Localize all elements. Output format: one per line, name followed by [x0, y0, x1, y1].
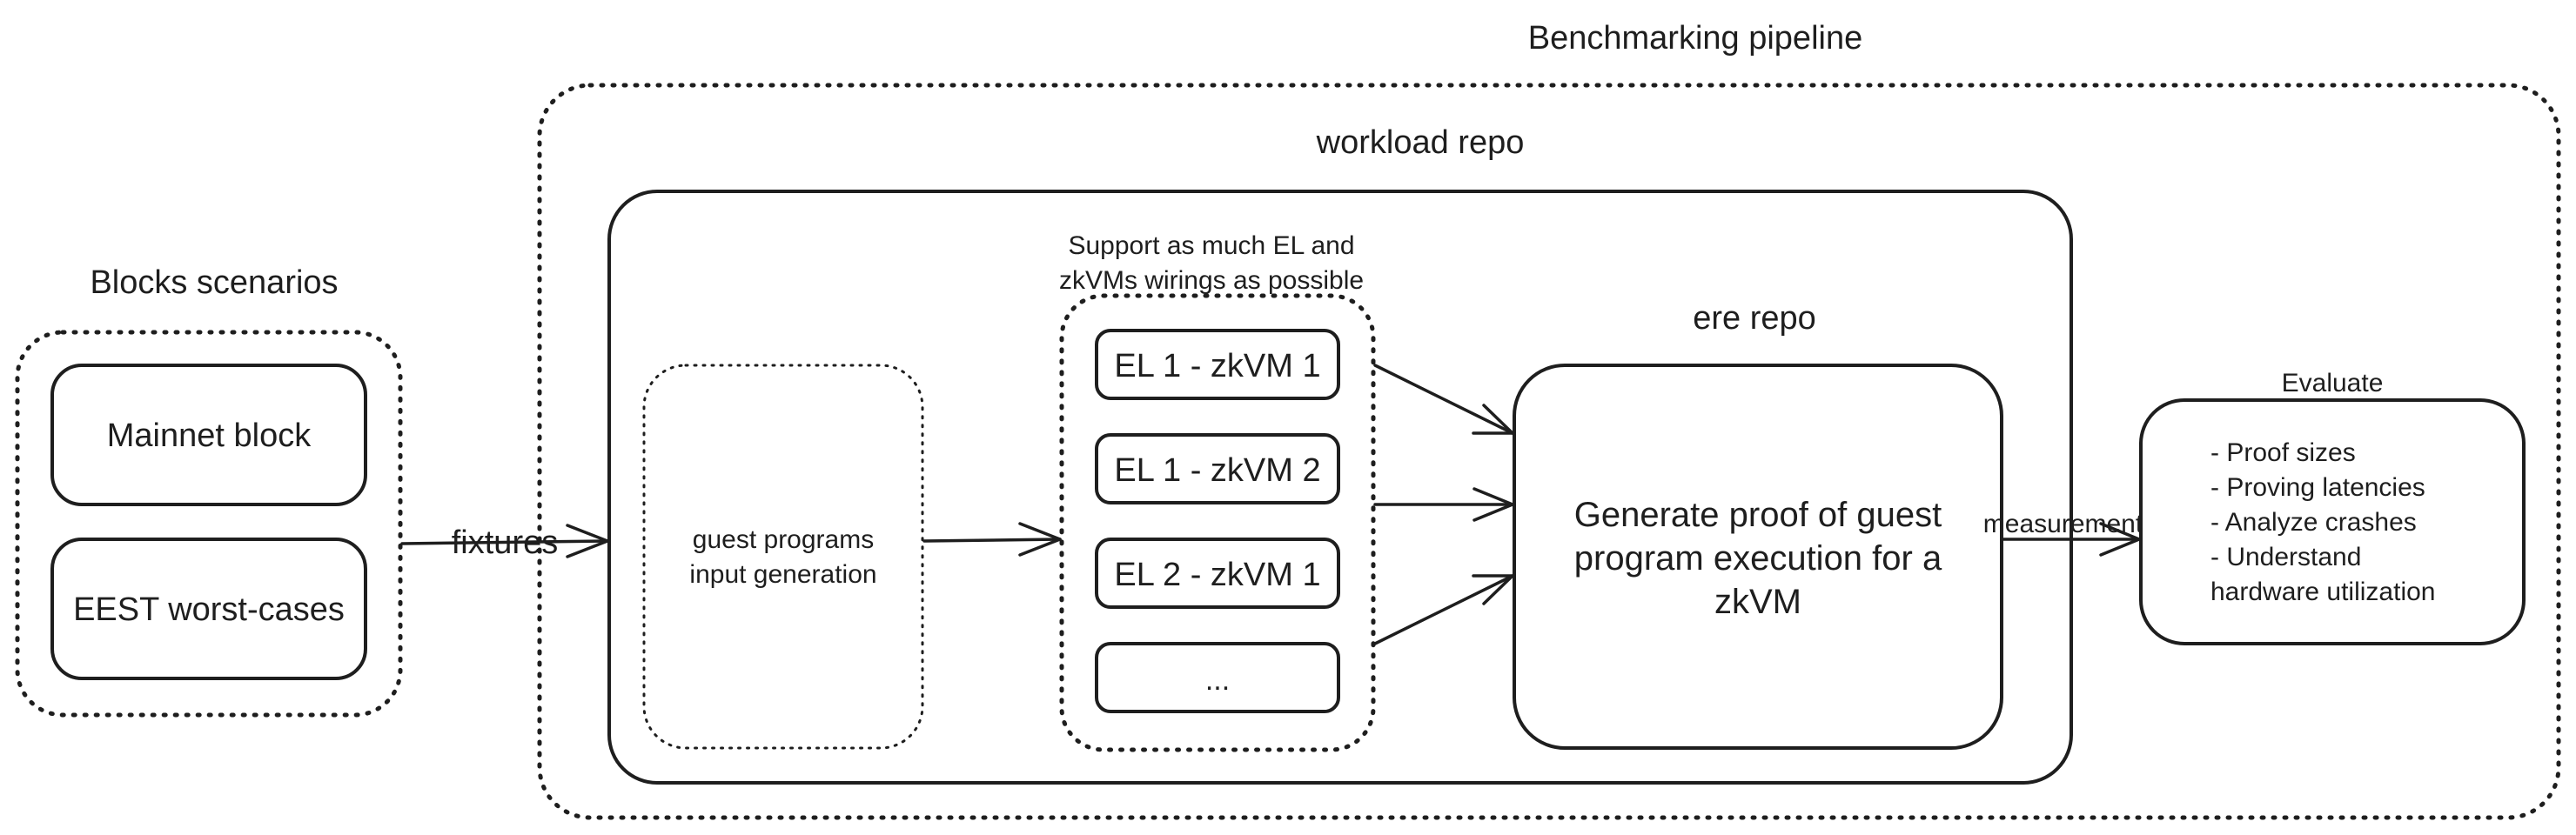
evaluate-line: - Analyze crashes — [2210, 508, 2417, 537]
pipeline-container — [537, 83, 2561, 820]
ere-box — [1513, 364, 2003, 750]
wiring-to-ere-arrow-line — [1373, 364, 1514, 435]
evaluate-box — [2139, 398, 2526, 645]
wiring-item-label: EL 1 - zkVM 2 — [1114, 452, 1320, 489]
pipeline-title: Benchmarking pipeline — [1528, 20, 1862, 57]
guest-input-line-2: input generation — [689, 560, 876, 589]
wiring-item — [1095, 433, 1340, 504]
wirings-title-line-2: zkVMs wirings as possible — [1059, 266, 1364, 295]
wiring-item-label: ... — [1205, 664, 1230, 697]
blocks-title: Blocks scenarios — [90, 264, 338, 301]
measurements-label: measurements — [1983, 510, 2156, 538]
evaluate-line: - Proof sizes — [2210, 438, 2356, 467]
wiring-item-label: EL 1 - zkVM 1 — [1114, 348, 1320, 384]
guest-to-wirings-arrow-line — [922, 538, 1062, 543]
wiring-to-ere-arrow-line — [1373, 574, 1514, 645]
block-item-eest-label: EEST worst-cases — [73, 591, 345, 628]
workload-title: workload repo — [1316, 124, 1525, 161]
evaluate-line: - Understand — [2210, 543, 2361, 571]
ere-body-line-1: Generate proof of guest — [1574, 496, 1942, 534]
fixtures-arrowhead — [566, 524, 609, 558]
wirings-container — [1059, 293, 1376, 752]
guest-input-line-1: guest programs — [693, 525, 874, 554]
blocks-container — [15, 330, 403, 718]
wirings-title-line-1: Support as much EL and — [1068, 231, 1354, 260]
wiring-item-label: EL 2 - zkVM 1 — [1114, 557, 1320, 593]
block-item-mainnet — [50, 364, 367, 506]
fixtures-arrow-line — [400, 539, 609, 545]
wiring-item — [1095, 329, 1340, 400]
wiring-item — [1095, 642, 1340, 713]
block-item-eest — [50, 538, 367, 680]
fixtures-label: fixtures — [452, 524, 558, 561]
block-item-mainnet-label: Mainnet block — [107, 418, 312, 454]
evaluate-title: Evaluate — [2282, 369, 2384, 397]
guest-to-wirings-arrowhead — [1018, 522, 1062, 557]
ere-body-line-3: zkVM — [1714, 583, 1801, 621]
guest-input-box — [642, 364, 924, 750]
ere-body-line-2: program execution for a — [1574, 539, 1942, 578]
ere-title: ere repo — [1693, 300, 1816, 337]
evaluate-line: hardware utilization — [2210, 578, 2435, 606]
evaluate-line: - Proving latencies — [2210, 473, 2425, 502]
wiring-item — [1095, 538, 1340, 609]
